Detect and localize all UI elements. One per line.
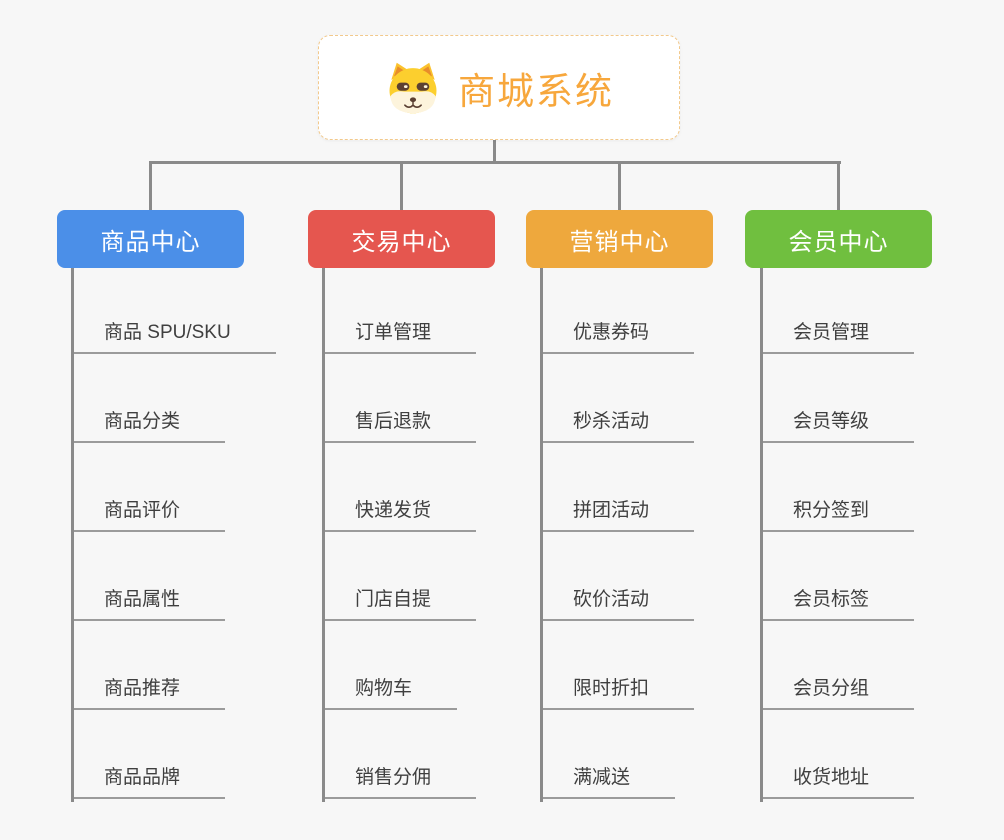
leaf-node[interactable]: 售后退款 bbox=[325, 408, 477, 443]
leaf-node[interactable]: 会员等级 bbox=[763, 408, 915, 443]
branch-header-member[interactable]: 会员中心 bbox=[745, 210, 932, 268]
connector-drop-product bbox=[149, 163, 152, 211]
leaf-node[interactable]: 门店自提 bbox=[325, 586, 477, 621]
leaf-node[interactable]: 商品推荐 bbox=[74, 675, 226, 710]
leaf-node[interactable]: 拼团活动 bbox=[543, 497, 695, 532]
connector-drop-marketing bbox=[618, 163, 621, 211]
leaf-node[interactable]: 购物车 bbox=[325, 675, 458, 710]
branch-column-marketing: 优惠券码 秒杀活动 拼团活动 砍价活动 限时折扣 满减送 bbox=[540, 268, 695, 802]
root-title: 商城系统 bbox=[458, 70, 614, 112]
leaf-node[interactable]: 会员分组 bbox=[763, 675, 915, 710]
connector-bus bbox=[149, 161, 841, 164]
leaf-node[interactable]: 限时折扣 bbox=[543, 675, 695, 710]
leaf-node[interactable]: 收货地址 bbox=[763, 764, 915, 799]
leaf-node[interactable]: 商品 SPU/SKU bbox=[74, 319, 276, 354]
branch-column-member: 会员管理 会员等级 积分签到 会员标签 会员分组 收货地址 bbox=[760, 268, 915, 802]
leaf-node[interactable]: 满减送 bbox=[543, 764, 676, 799]
leaf-node[interactable]: 积分签到 bbox=[763, 497, 915, 532]
leaf-node[interactable]: 秒杀活动 bbox=[543, 408, 695, 443]
branch-label: 会员中心 bbox=[788, 228, 889, 256]
connector-root-stub bbox=[493, 139, 496, 163]
connector-drop-trade bbox=[400, 163, 403, 211]
leaf-node[interactable]: 商品属性 bbox=[74, 586, 226, 621]
leaf-node[interactable]: 商品评价 bbox=[74, 497, 226, 532]
leaf-node[interactable]: 砍价活动 bbox=[543, 586, 695, 621]
branch-column-trade: 订单管理 售后退款 快递发货 门店自提 购物车 销售分佣 bbox=[322, 268, 477, 802]
dog-face-icon bbox=[389, 62, 437, 113]
branch-header-product[interactable]: 商品中心 bbox=[57, 210, 244, 268]
leaf-node[interactable]: 商品分类 bbox=[74, 408, 226, 443]
branch-header-trade[interactable]: 交易中心 bbox=[308, 210, 495, 268]
root-node[interactable]: 商城系统 bbox=[318, 35, 680, 140]
leaf-node[interactable]: 订单管理 bbox=[325, 319, 477, 354]
branch-header-marketing[interactable]: 营销中心 bbox=[526, 210, 713, 268]
leaf-node[interactable]: 会员标签 bbox=[763, 586, 915, 621]
branch-label: 营销中心 bbox=[569, 228, 670, 256]
branch-column-product: 商品 SPU/SKU 商品分类 商品评价 商品属性 商品推荐 商品品牌 bbox=[71, 268, 276, 802]
connector-drop-member bbox=[837, 163, 840, 211]
leaf-node[interactable]: 商品品牌 bbox=[74, 764, 226, 799]
leaf-node[interactable]: 销售分佣 bbox=[325, 764, 477, 799]
branch-label: 交易中心 bbox=[351, 228, 452, 256]
leaf-node[interactable]: 优惠券码 bbox=[543, 319, 695, 354]
leaf-node[interactable]: 快递发货 bbox=[325, 497, 477, 532]
branch-label: 商品中心 bbox=[100, 228, 201, 256]
leaf-node[interactable]: 会员管理 bbox=[763, 319, 915, 354]
